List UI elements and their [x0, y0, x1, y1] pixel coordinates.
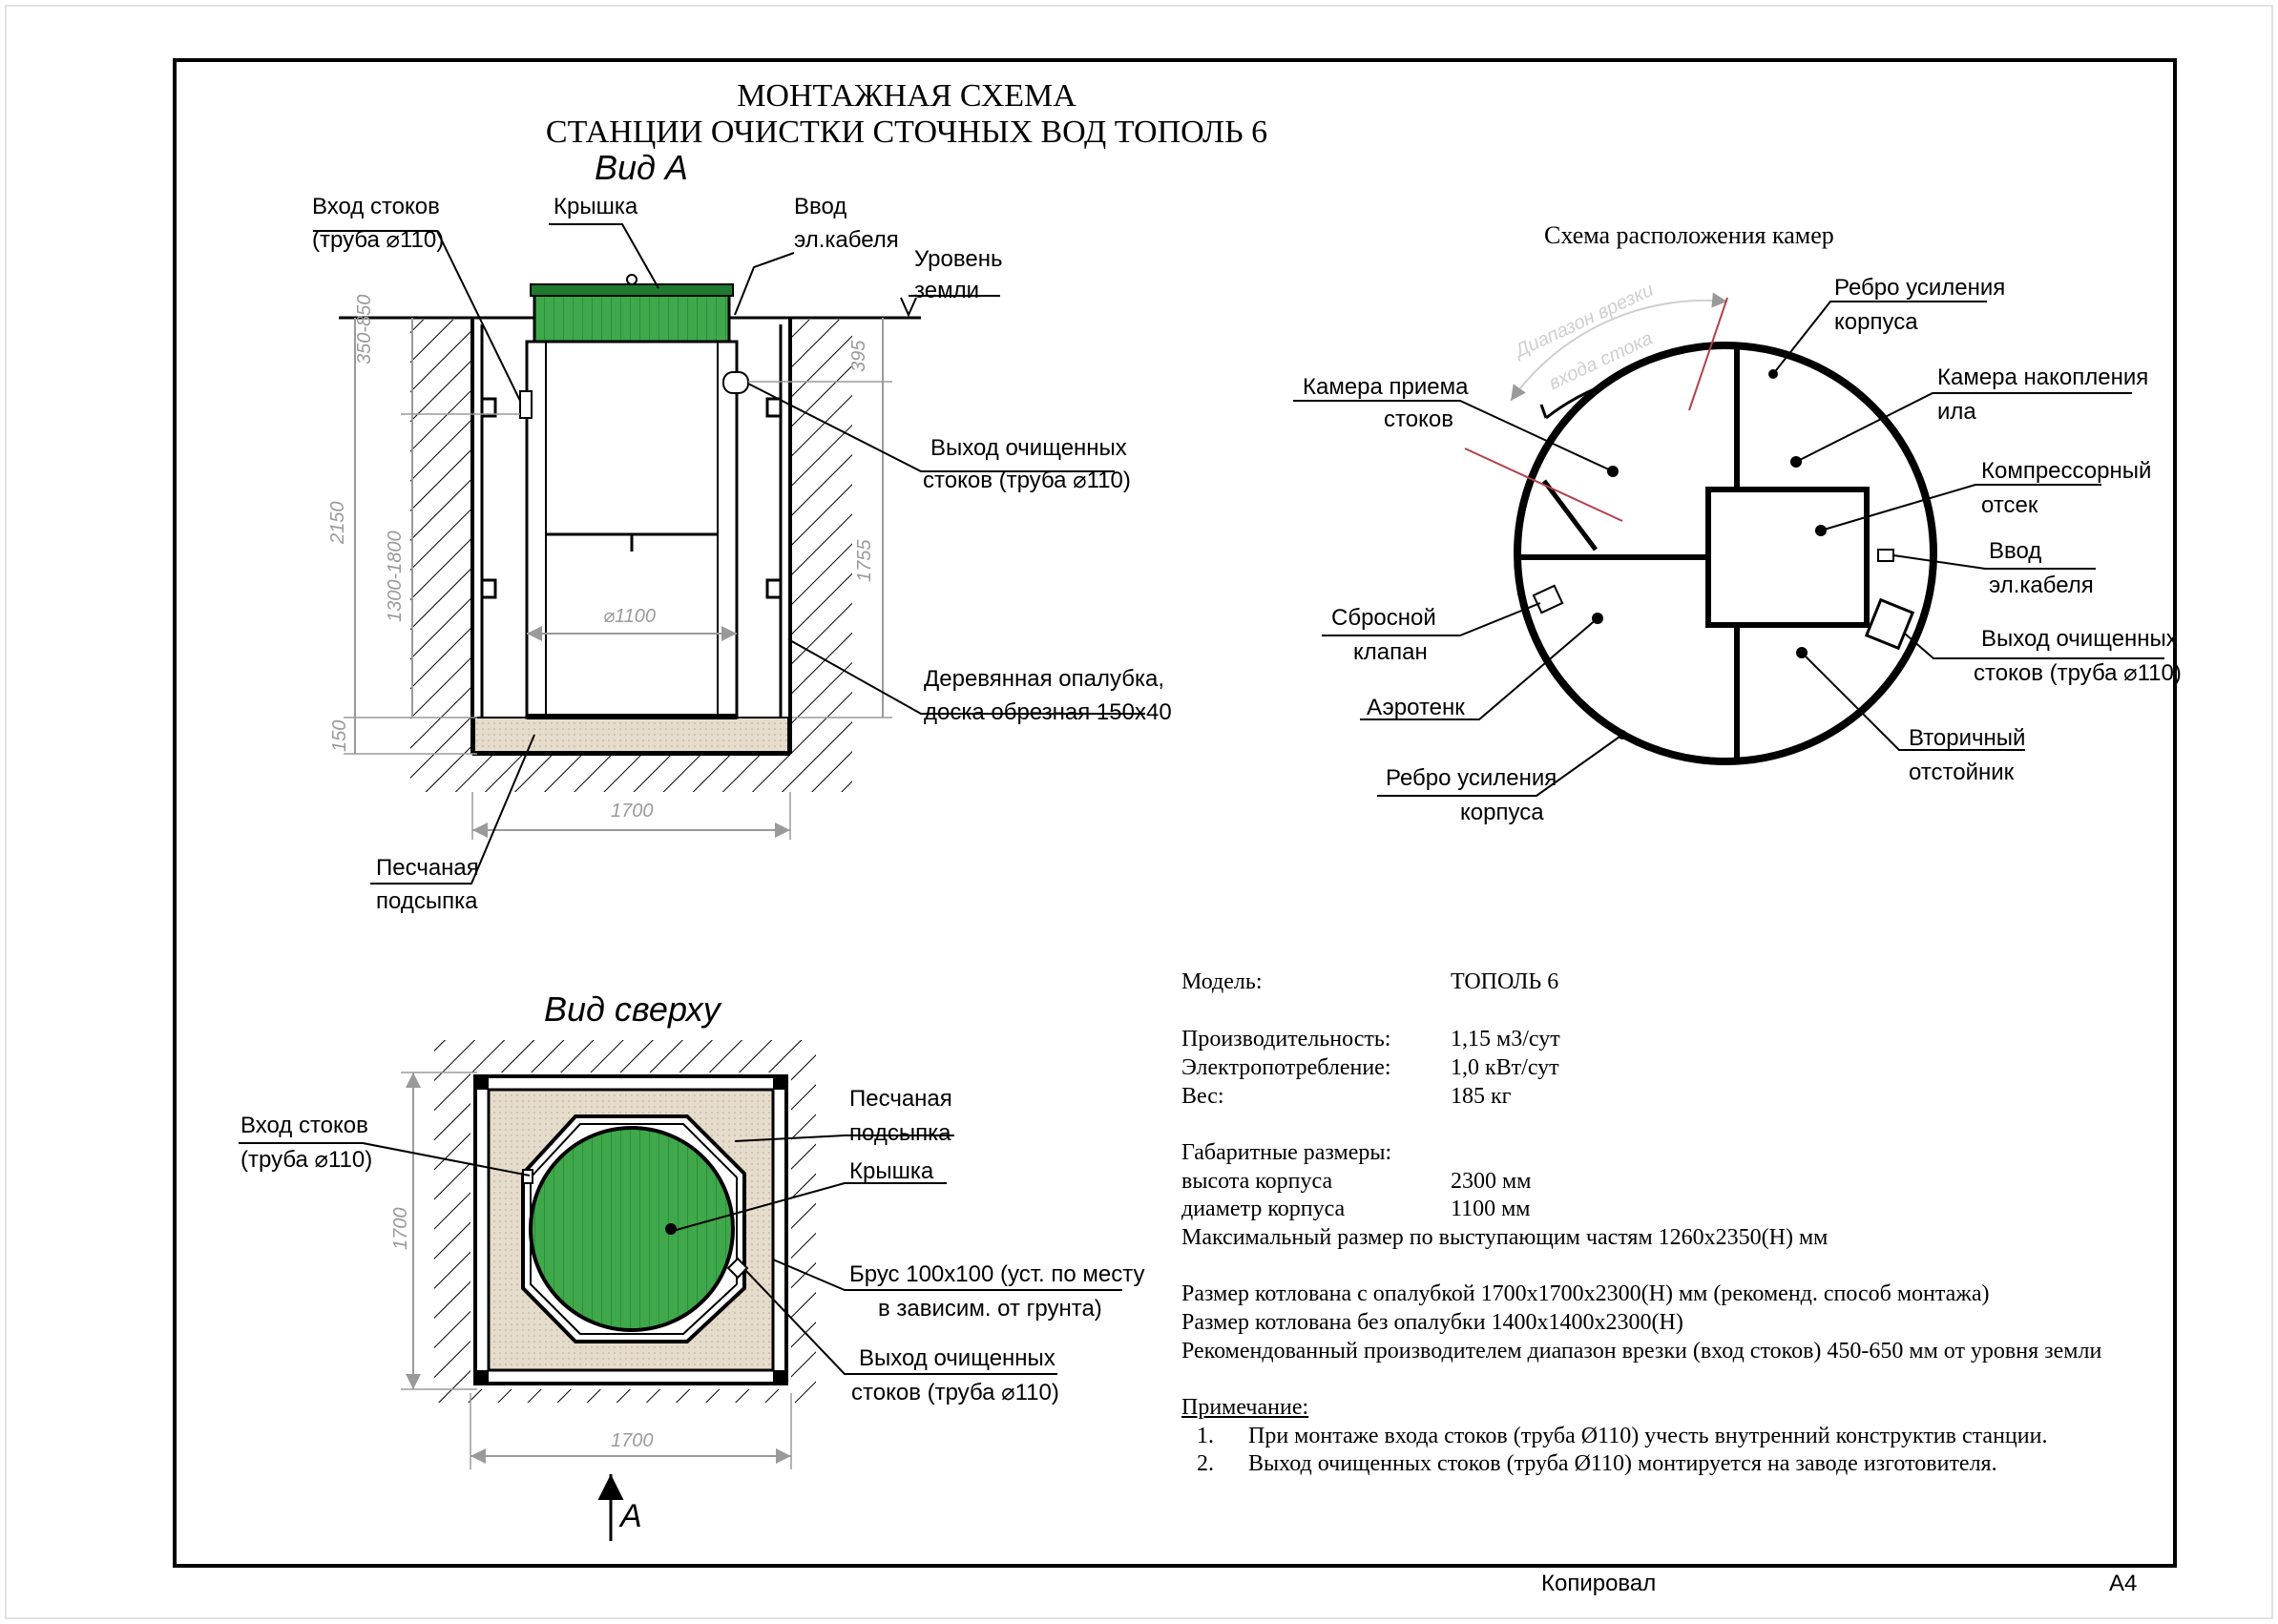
spec-power-value: 1,0 кВт/сут — [1451, 1055, 1559, 1080]
note-2-number: 2. — [1197, 1451, 1214, 1476]
dim-diameter-1100: ⌀1100 — [603, 606, 657, 627]
spec-height-label: высота корпуса — [1181, 1169, 1333, 1194]
spec-weight-value: 185 кг — [1451, 1084, 1512, 1109]
spec-capacity-label: Производительность: — [1181, 1027, 1391, 1051]
copied-by-label: Копировал — [1541, 1571, 1657, 1596]
formwork-label-2: доска обрезная 150х40 — [924, 699, 1172, 725]
sheet-format-label: А4 — [2109, 1571, 2138, 1596]
chambers-outlet-label-1: Выход очищенных — [1981, 626, 2178, 652]
side-view — [313, 223, 1145, 885]
spec-diameter-value: 1100 мм — [1451, 1197, 1531, 1221]
dim-395: 395 — [848, 340, 869, 372]
top-outlet-label-1: Выход очищенных — [859, 1345, 1055, 1371]
sludge-chamber-label-2: ила — [1937, 399, 1976, 425]
chambers-outlet-label-2: стоков (труба ⌀110) — [1974, 660, 2182, 686]
view-arrow-label: А — [620, 1498, 642, 1534]
top-lid — [529, 1126, 735, 1332]
top-lid-label: Крышка — [849, 1158, 934, 1184]
compressor-label-2: отсек — [1981, 492, 2038, 518]
top-outlet-label-2: стоков (труба ⌀110) — [851, 1380, 1059, 1405]
secondary-settler-label-2: отстойник — [1909, 760, 2015, 785]
title-line2: СТАНЦИИ ОЧИСТКИ СТОЧНЫХ ВОД ТОПОЛЬ 6 — [545, 115, 1268, 150]
drawing-frame — [173, 58, 2177, 1568]
formwork-label-1: Деревянная опалубка, — [924, 666, 1165, 692]
side-cable-label-1: Ввод — [794, 194, 847, 219]
dim-2150: 2150 — [327, 501, 348, 545]
spec-pit-without-formwork: Размер котлована без опалубки 1400х1400х… — [1181, 1310, 1683, 1335]
title-line1: МОНТАЖНАЯ СХЕМА — [737, 78, 1076, 114]
rib-bottom-label-2: корпуса — [1460, 800, 1544, 825]
spec-recommended-range: Рекомендованный производителем диапазон … — [1181, 1339, 2102, 1364]
note-heading: Примечание: — [1181, 1395, 1309, 1420]
top-sand-label-2: подсыпка — [849, 1120, 951, 1146]
aerotank-label: Аэротенк — [1367, 695, 1465, 720]
rib-top-label-1: Ребро усиления — [1834, 275, 2006, 301]
secondary-settler-label-1: Вторичный — [1909, 725, 2026, 751]
top-inlet-label-1: Вход стоков — [240, 1113, 368, 1138]
ground-level-label-1: Уровень — [914, 246, 1003, 272]
spec-diameter-label: диаметр корпуса — [1181, 1197, 1346, 1221]
spec-pit-with-formwork: Размер котлована с опалубкой 1700х1700х2… — [1181, 1281, 1990, 1306]
dim-1700-side: 1700 — [611, 801, 654, 822]
spec-dims-heading: Габаритные размеры: — [1181, 1140, 1392, 1165]
top-sand-label-1: Песчаная — [849, 1086, 952, 1112]
top-view-heading: Вид сверху — [544, 989, 721, 1029]
top-inlet-label-2: (труба ⌀110) — [240, 1147, 373, 1173]
chambers-cable-label-1: Ввод — [1989, 538, 2042, 564]
ground-level-label-2: земли — [914, 278, 979, 303]
spec-model-label: Модель: — [1181, 969, 1263, 994]
relief-valve-label-1: Сбросной — [1331, 605, 1436, 631]
beam-label-1: Брус 100х100 (уст. по месту — [849, 1261, 1145, 1287]
sand-base — [473, 717, 789, 753]
top-view — [239, 1040, 1122, 1541]
note-2-text: Выход очищенных стоков (труба Ø110) монт… — [1248, 1451, 1997, 1476]
spec-max-size: Максимальный размер по выступающим частя… — [1181, 1225, 1829, 1250]
dim-1755: 1755 — [854, 539, 875, 583]
spec-weight-label: Вес: — [1181, 1084, 1224, 1109]
spec-power-label: Электропотребление: — [1181, 1055, 1391, 1080]
dim-150: 150 — [329, 719, 350, 752]
sludge-chamber-label-1: Камера накопления — [1937, 364, 2149, 390]
side-view-heading: Вид А — [595, 148, 688, 187]
side-lid-label: Крышка — [554, 194, 638, 219]
receiving-chamber-label-2: стоков — [1384, 406, 1453, 432]
page-outline — [5, 5, 2273, 1619]
note-1-text: При монтаже входа стоков (труба Ø110) уч… — [1248, 1424, 2048, 1448]
dim-350-850: 350-850 — [354, 294, 375, 364]
side-inlet-pipe-label: (труба ⌀110) — [312, 227, 445, 253]
side-cable-label-2: эл.кабеля — [794, 227, 899, 253]
spec-model-value: ТОПОЛЬ 6 — [1451, 969, 1559, 994]
side-outlet-label-1: Выход очищенных — [930, 435, 1127, 461]
chambers-heading: Схема расположения камер — [1544, 221, 1834, 249]
side-outlet-label-2: стоков (труба ⌀110) — [923, 468, 1131, 493]
dim-1700-top-horizontal: 1700 — [611, 1430, 654, 1451]
spec-height-value: 2300 мм — [1451, 1169, 1532, 1194]
compressor-label-1: Компрессорный — [1981, 458, 2152, 484]
chambers-diagram — [1293, 292, 2164, 797]
spec-capacity-value: 1,15 м3/сут — [1451, 1027, 1560, 1051]
chambers-cable-label-2: эл.кабеля — [1989, 573, 2094, 598]
dim-1300-1800: 1300-1800 — [385, 531, 406, 622]
dim-1700-top-vertical: 1700 — [390, 1207, 411, 1251]
side-inlet-label: Вход стоков — [312, 194, 440, 219]
side-sand-label-1: Песчаная — [376, 855, 479, 881]
relief-valve-label-2: клапан — [1353, 639, 1428, 665]
beam-label-2: в зависим. от грунта) — [878, 1296, 1102, 1322]
note-1-number: 1. — [1197, 1424, 1214, 1448]
rib-top-label-2: корпуса — [1834, 309, 1918, 335]
tank-body — [525, 340, 739, 719]
side-sand-label-2: подсыпка — [376, 888, 478, 914]
rib-bottom-label-1: Ребро усиления — [1386, 765, 1557, 791]
receiving-chamber-label-1: Камера приема — [1303, 374, 1469, 400]
